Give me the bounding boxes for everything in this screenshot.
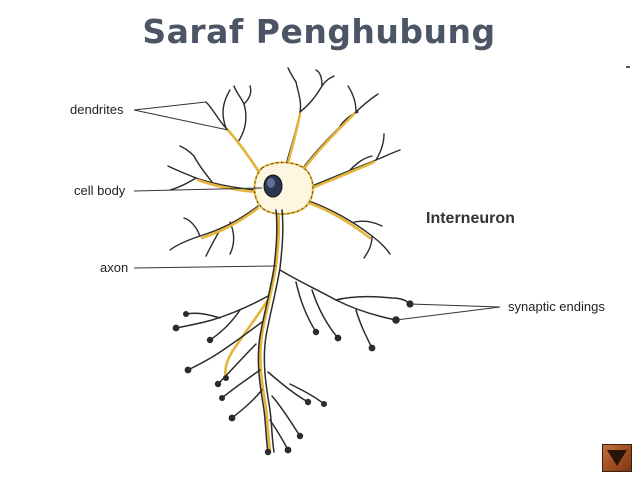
cell-body	[253, 161, 314, 215]
axon-branches	[175, 209, 411, 453]
triangle-arrow-icon	[607, 450, 627, 466]
nav-next-button[interactable]	[602, 444, 632, 472]
leader-lines	[133, 101, 501, 321]
label-interneuron: Interneuron	[426, 210, 515, 227]
dendrite-branches	[167, 67, 401, 259]
synaptic-endings	[172, 300, 414, 456]
label-dendrites: dendrites	[70, 102, 124, 117]
label-synaptic-endings: synaptic endings	[508, 299, 605, 314]
corner-mark	[626, 66, 630, 68]
label-cell-body: cell body	[74, 183, 126, 198]
label-axon: axon	[100, 260, 129, 275]
slide-title: Saraf Penghubung	[142, 12, 496, 51]
